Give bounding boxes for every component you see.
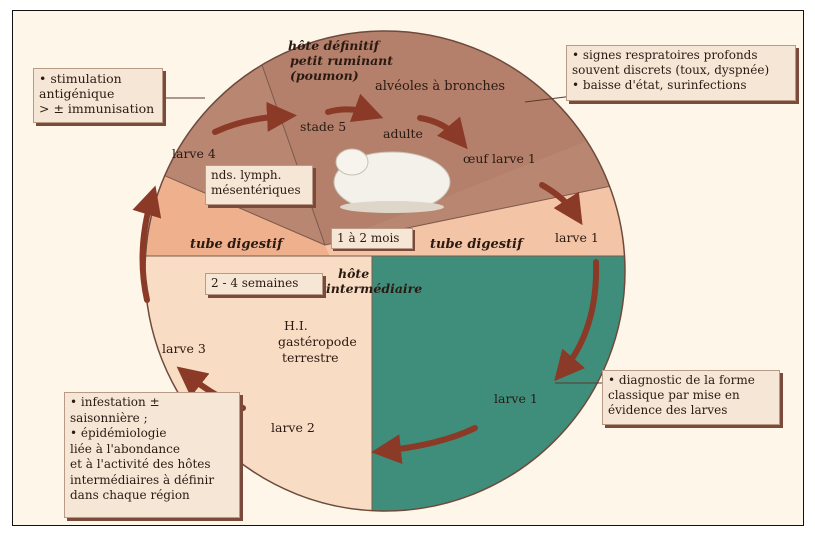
larve3-label: larve 3 [162, 341, 206, 356]
stade5-label: stade 5 [300, 119, 346, 134]
larve1-top-label: larve 1 [555, 230, 599, 245]
larve4-label: larve 4 [172, 146, 216, 161]
nds-lymph-box: nds. lymph. mésentériques [205, 165, 313, 205]
stimulation-callout: • stimulation antigénique > ± immunisati… [33, 68, 163, 123]
tube-digestif-right: tube digestif [430, 237, 525, 252]
definitive-host-line3: (poumon) [290, 68, 359, 83]
definitive-host-line1: hôte définitif [288, 38, 382, 53]
signes-callout: • signes respratoires profonds souvent d… [566, 45, 796, 101]
oeuf-larve1-label: œuf larve 1 [463, 151, 536, 166]
adulte-label: adulte [383, 126, 423, 141]
tube-digestif-left: tube digestif [190, 237, 285, 252]
mois-box: 1 à 2 mois [331, 228, 413, 249]
infestation-callout: • infestation ± saisonnière ; • épidémio… [64, 392, 240, 518]
larve1-bottom-label: larve 1 [494, 391, 538, 406]
hi-line1: H.I. [284, 318, 308, 333]
definitive-host-line2: petit ruminant [290, 53, 393, 68]
semaines-box: 2 - 4 semaines [205, 273, 323, 295]
alveoles-label: alvéoles à bronches [375, 79, 505, 94]
intermediate-host-line2: intermédiaire [326, 281, 422, 296]
intermediate-host-line1: hôte [338, 266, 369, 281]
diagnostic-callout: • diagnostic de la forme classique par m… [602, 370, 780, 425]
hi-line3: terrestre [282, 350, 339, 365]
larve2-label: larve 2 [271, 420, 315, 435]
hi-line2: gastéropode [278, 334, 357, 349]
